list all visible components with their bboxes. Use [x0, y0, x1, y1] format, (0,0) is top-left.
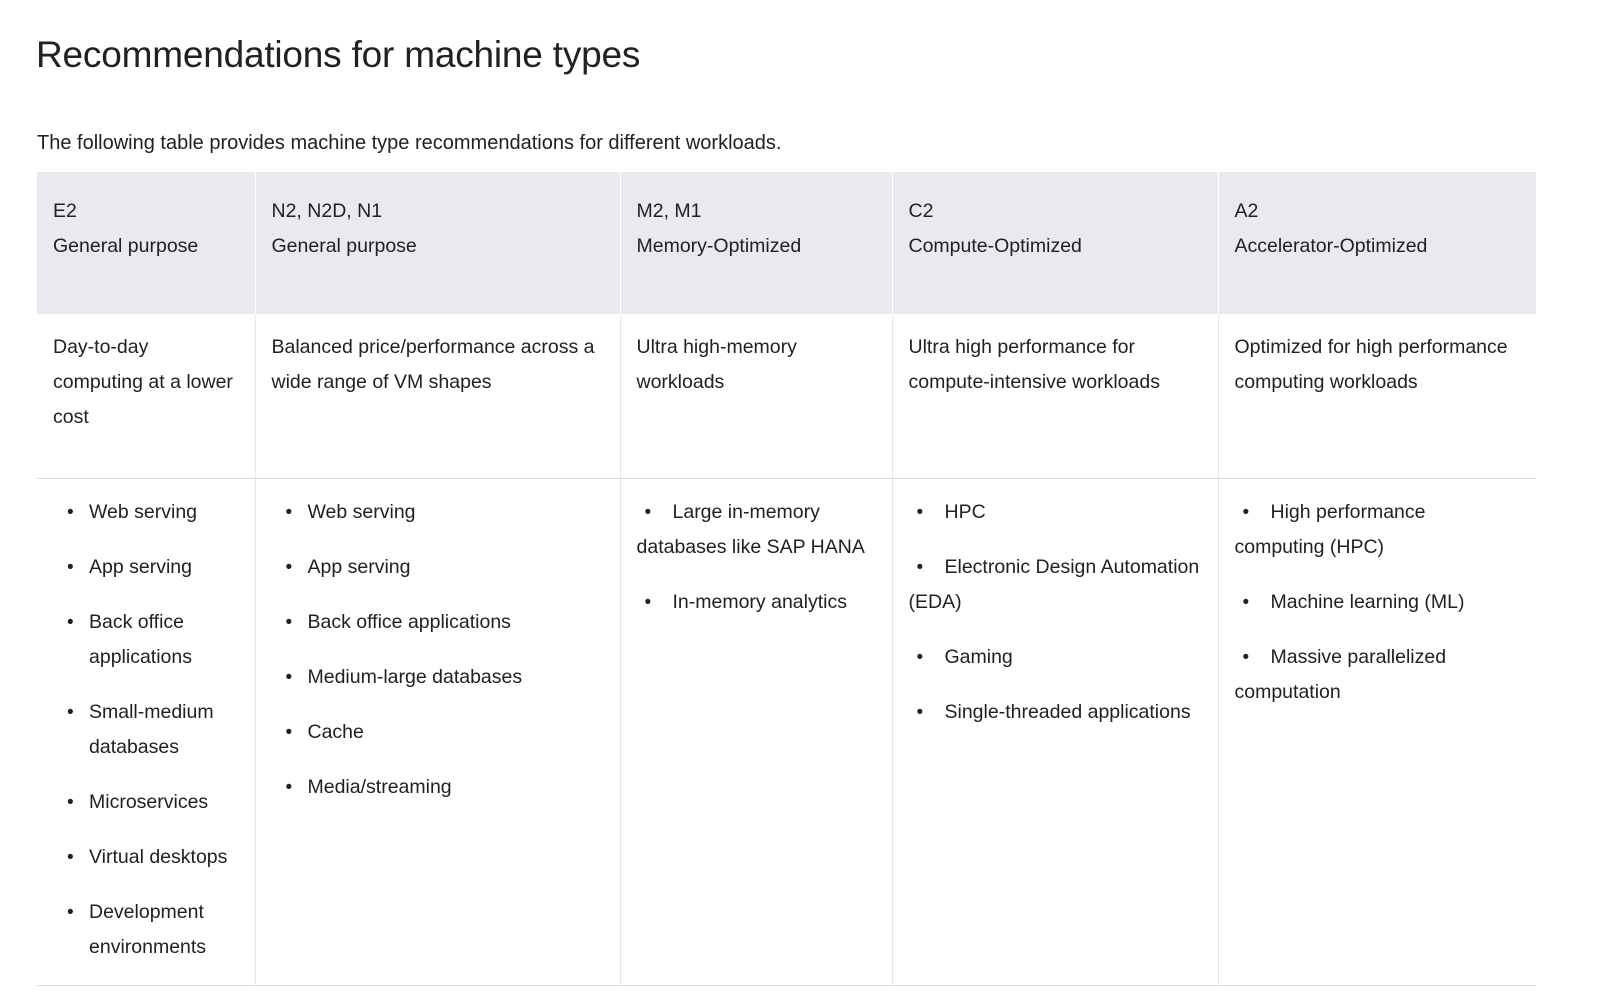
workload-list: Web servingApp servingBack office applic… [272, 495, 604, 805]
workload-item: •Electronic Design Automation (EDA) [909, 550, 1202, 620]
workload-item: •Single-threaded applications [909, 695, 1202, 730]
bullet-icon: • [916, 647, 924, 668]
column-header-family: E2 [53, 200, 77, 222]
column-header-e2: E2 General purpose [37, 172, 256, 314]
column-header-category: Memory-Optimized [636, 235, 802, 257]
table-header-row: E2 General purpose N2, N2D, N1 General p… [37, 172, 1536, 314]
table-row-descriptions: Day-to-day computing at a lower cost Bal… [37, 314, 1536, 479]
machine-type-recommendations-table: E2 General purpose N2, N2D, N1 General p… [37, 172, 1536, 986]
workload-item: Web serving [286, 495, 604, 530]
workload-item: Small-medium databases [67, 695, 239, 765]
bullet-icon: • [916, 502, 924, 523]
description-cell-a2: Optimized for high performance computing… [1218, 314, 1536, 479]
column-header-a2: A2 Accelerator-Optimized [1218, 172, 1536, 314]
column-header-family: N2, N2D, N1 [271, 200, 383, 222]
column-header-family: C2 [908, 200, 934, 222]
workload-item: Back office applications [67, 605, 239, 675]
workload-item: Back office applications [286, 605, 604, 640]
workload-item: Medium-large databases [286, 660, 604, 695]
bullet-icon: • [1242, 647, 1250, 668]
column-header-category: General purpose [53, 235, 199, 257]
workloads-cell-m2: •Large in-memory databases like SAP HANA… [620, 478, 893, 986]
column-header-family: A2 [1234, 200, 1259, 222]
bullet-icon: • [916, 702, 924, 723]
workloads-cell-e2: Web servingApp servingBack office applic… [37, 478, 256, 986]
workload-list: •Large in-memory databases like SAP HANA… [637, 495, 876, 620]
description-cell-m2: Ultra high-memory workloads [620, 314, 893, 479]
workloads-cell-c2: •HPC•Electronic Design Automation (EDA)•… [892, 478, 1219, 986]
workload-item: App serving [67, 550, 239, 585]
workload-item: Media/streaming [286, 770, 604, 805]
workload-item: Cache [286, 715, 604, 750]
intro-paragraph: The following table provides machine typ… [37, 132, 782, 154]
workload-list: •High performance computing (HPC) •Machin… [1235, 495, 1521, 710]
workloads-cell-n2: Web servingApp servingBack office applic… [255, 478, 621, 986]
description-cell-e2: Day-to-day computing at a lower cost [37, 314, 256, 479]
workload-item: App serving [286, 550, 604, 585]
bullet-icon: • [644, 502, 652, 523]
workload-item: •High performance computing (HPC) [1235, 495, 1521, 565]
column-header-m2: M2, M1 Memory-Optimized [620, 172, 893, 314]
workload-item: Virtual desktops [67, 840, 239, 875]
workloads-cell-a2: •High performance computing (HPC) •Machin… [1218, 478, 1536, 986]
column-header-category: Accelerator-Optimized [1234, 235, 1428, 257]
column-header-c2: C2 Compute-Optimized [892, 172, 1219, 314]
workload-item: Microservices [67, 785, 239, 820]
bullet-icon: • [916, 557, 924, 578]
column-header-n2: N2, N2D, N1 General purpose [255, 172, 621, 314]
table-row-workloads: Web servingApp servingBack office applic… [37, 478, 1536, 986]
workload-item: Web serving [67, 495, 239, 530]
description-cell-c2: Ultra high performance for compute-inten… [892, 314, 1219, 479]
workload-list: Web servingApp servingBack office applic… [53, 495, 239, 965]
bullet-icon: • [644, 592, 652, 613]
workload-list: •HPC•Electronic Design Automation (EDA)•… [909, 495, 1202, 730]
bullet-icon: • [1242, 592, 1250, 613]
bullet-icon: • [1242, 502, 1250, 523]
column-header-category: General purpose [271, 235, 417, 257]
workload-item: •Massive parallelized computation [1235, 640, 1521, 710]
table-header: E2 General purpose N2, N2D, N1 General p… [37, 172, 1536, 314]
column-header-category: Compute-Optimized [908, 235, 1082, 257]
workload-item: Development environments [67, 895, 239, 965]
page-title: Recommendations for machine types [36, 33, 641, 75]
workload-item: •Machine learning (ML) [1235, 585, 1521, 620]
table-body: Day-to-day computing at a lower cost Bal… [37, 314, 1536, 986]
workload-item: •HPC [909, 495, 1202, 530]
workload-item: •Gaming [909, 640, 1202, 675]
column-header-family: M2, M1 [636, 200, 702, 222]
description-cell-n2: Balanced price/performance across a wide… [255, 314, 621, 479]
workload-item: •Large in-memory databases like SAP HANA [637, 495, 876, 565]
workload-item: •In-memory analytics [637, 585, 876, 620]
